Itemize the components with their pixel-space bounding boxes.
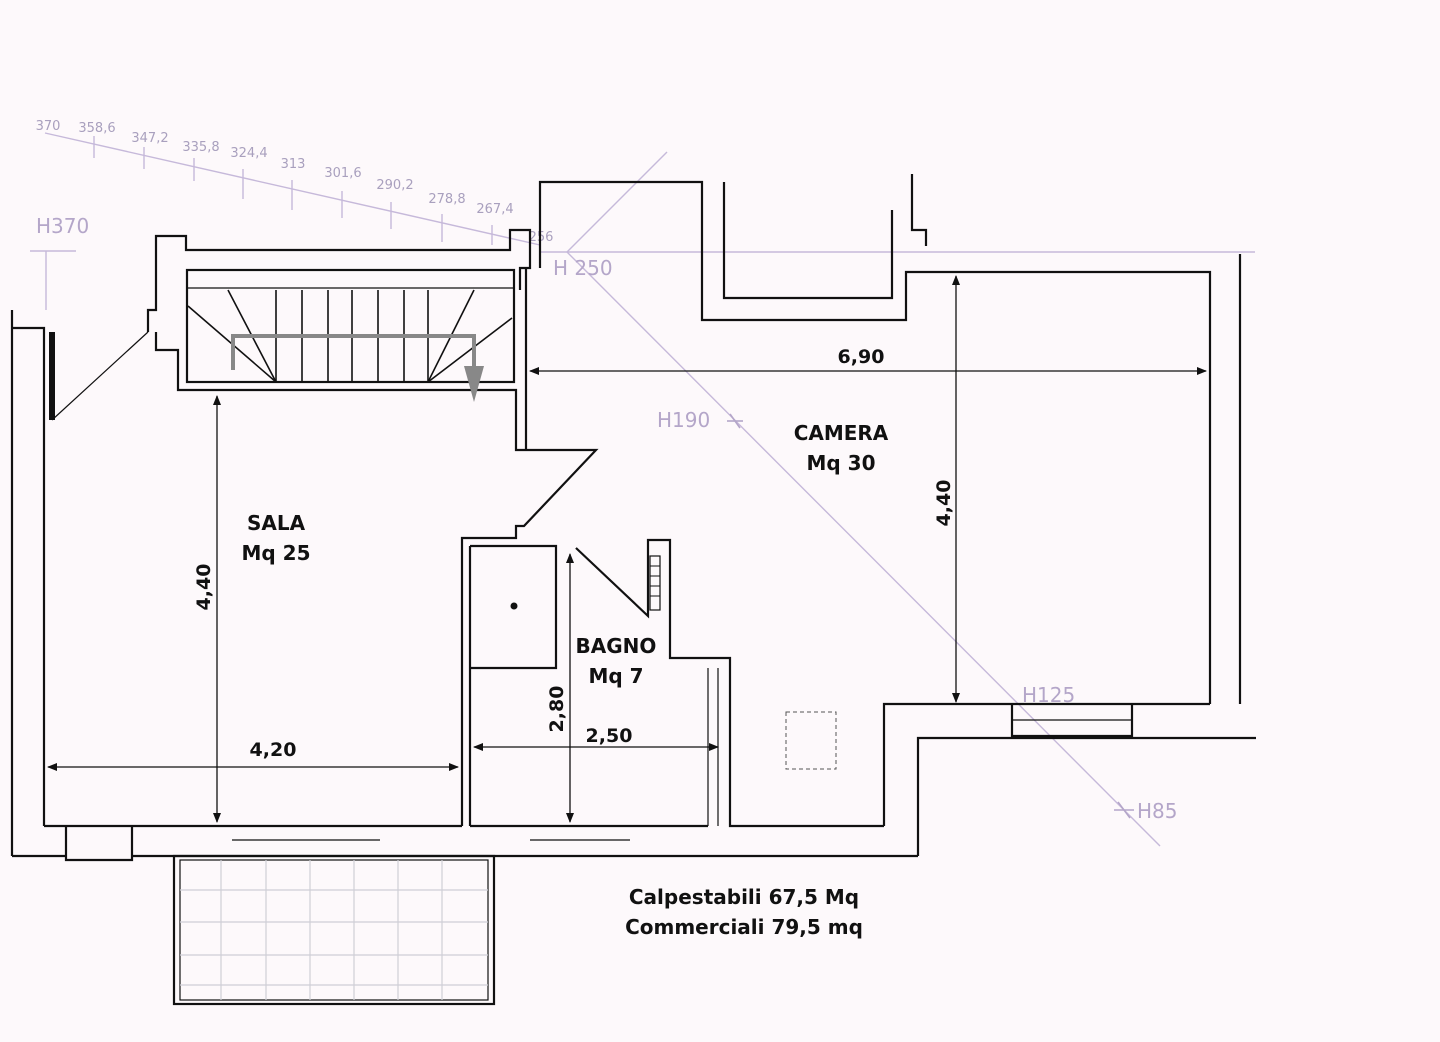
room-area-sala: Mq 25 — [241, 541, 310, 565]
stair-arrow-head — [464, 366, 484, 402]
bagno-width-label: 2,50 — [586, 725, 633, 747]
height-mark-85: H85 — [1137, 799, 1178, 823]
height-mark-250: H 250 — [553, 256, 613, 280]
slope-height-1: 358,6 — [78, 121, 115, 136]
slope-guides — [30, 132, 1255, 847]
slope-height-0: 370 — [36, 119, 61, 134]
walls — [10, 174, 1256, 862]
camera-width-label: 6,90 — [838, 346, 885, 368]
bagno-depth-label: 2,80 — [546, 686, 568, 733]
slope-height-7: 290,2 — [376, 178, 413, 193]
height-mark-370: H370 — [36, 214, 89, 238]
room-area-camera: Mq 30 — [806, 451, 875, 475]
slope-height-2: 347,2 — [131, 131, 168, 146]
room-area-bagno: Mq 7 — [588, 664, 643, 688]
sala-depth-label: 4,40 — [193, 564, 215, 611]
slope-height-4: 324,4 — [230, 146, 267, 161]
dimension-lines — [47, 275, 1207, 823]
balcony — [172, 854, 496, 1006]
total-walkable-area: Calpestabili 67,5 Mq — [629, 885, 859, 909]
room-name-camera: CAMERA — [794, 421, 889, 445]
slope-height-8: 278,8 — [428, 192, 465, 207]
camera-depth-label: 4,40 — [933, 480, 955, 527]
slope-height-labels: 370 358,6 347,2 335,8 324,4 313 301,6 29… — [36, 119, 554, 245]
room-name-sala: SALA — [247, 511, 306, 535]
sala-width-label: 4,20 — [250, 739, 297, 761]
room-name-bagno: BAGNO — [576, 634, 657, 658]
total-commercial-area: Commerciali 79,5 mq — [625, 915, 863, 939]
slope-height-6: 301,6 — [324, 166, 361, 181]
slope-height-5: 313 — [281, 157, 306, 172]
slope-height-3: 335,8 — [182, 140, 219, 155]
slope-height-9: 267,4 — [476, 202, 513, 217]
height-mark-190: H190 — [657, 408, 710, 432]
stair-direction-arrow — [231, 334, 476, 382]
